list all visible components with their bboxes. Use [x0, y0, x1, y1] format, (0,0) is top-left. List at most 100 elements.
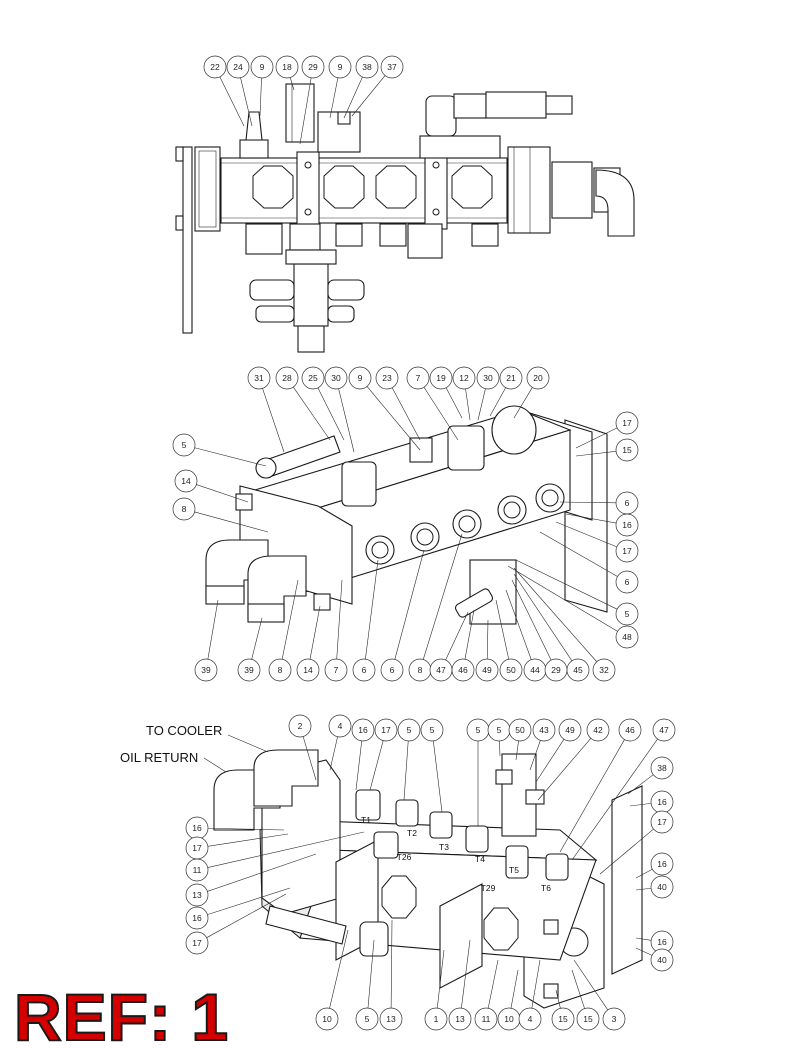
callout-circle: [328, 714, 352, 738]
callout-number: 9: [260, 62, 265, 72]
callout-circle: [499, 658, 523, 682]
callout-circle: [650, 756, 674, 780]
callout-view_bot_top-7: 5: [487, 718, 511, 742]
callout-number: 9: [338, 62, 343, 72]
callout-view_mid_bottom-5: 6: [352, 658, 376, 682]
callout-number: 46: [625, 725, 635, 735]
leader-line: [194, 511, 269, 533]
port-label-t29: T29: [481, 883, 496, 893]
callout-circle: [185, 858, 209, 882]
callout-number: 1: [434, 1014, 439, 1024]
leader-line: [565, 513, 617, 524]
callout-view_mid_bottom-7: 8: [408, 658, 432, 682]
callout-circle: [185, 883, 209, 907]
callout-view_bot_bottom-9: 15: [576, 1007, 600, 1031]
callout-circle: [615, 570, 639, 594]
callout-view_bot_bottom-6: 10: [497, 1007, 521, 1031]
callout-circle: [650, 810, 674, 834]
callout-circle: [185, 931, 209, 955]
callout-number: 23: [382, 373, 392, 383]
leader-line: [329, 77, 339, 119]
callout-number: 11: [193, 865, 202, 875]
callout-view_mid_top-0: 31: [247, 366, 271, 390]
callout-number: 44: [530, 665, 540, 675]
leader-line: [513, 567, 597, 662]
callout-view_mid_right-7: 48: [615, 625, 639, 649]
callout-number: 17: [381, 725, 391, 735]
callout-circle: [420, 718, 444, 742]
callout-circle: [355, 55, 379, 79]
callout-number: 17: [192, 938, 202, 948]
callout-number: 11: [482, 1014, 491, 1024]
callout-number: 19: [436, 373, 446, 383]
callout-number: 32: [599, 665, 609, 675]
leader-line: [207, 833, 289, 847]
callout-view_mid_bottom-13: 29: [544, 658, 568, 682]
callout-circle: [592, 658, 616, 682]
callout-circle: [324, 366, 348, 390]
callout-view_bot_bottom-7: 4: [518, 1007, 542, 1031]
callout-view_bot_left-2: 11: [185, 858, 209, 882]
leader-line: [329, 929, 349, 1009]
leader-line: [627, 774, 654, 795]
callout-view_bot_right-6: 40: [650, 948, 674, 972]
callout-circle: [650, 948, 674, 972]
port-label-t5: T5: [509, 865, 519, 875]
callout-number: 46: [458, 665, 468, 675]
callout-view_mid_right-6: 5: [615, 602, 639, 626]
callout-view_mid_top-9: 30: [476, 366, 500, 390]
callout-number: 13: [192, 890, 202, 900]
callout-view_mid_top-4: 9: [348, 366, 372, 390]
callout-circle: [650, 852, 674, 876]
leader-line: [207, 887, 291, 915]
callout-view_bot_left-4: 16: [185, 906, 209, 930]
callout-number: 29: [551, 665, 561, 675]
callout-view_bot_bottom-5: 11: [474, 1007, 498, 1031]
callout-view_bot_top-11: 42: [586, 718, 610, 742]
callout-view_mid_top-6: 7: [406, 366, 430, 390]
leader-line: [635, 887, 652, 891]
callout-circle: [526, 366, 550, 390]
callout-view_bot_top-6: 5: [466, 718, 490, 742]
callout-view_mid_bottom-3: 14: [296, 658, 320, 682]
leader-line: [555, 989, 561, 1009]
leader-line: [367, 939, 375, 1009]
callout-number: 15: [622, 445, 632, 455]
leader-line: [513, 573, 573, 662]
callout-number: 39: [201, 665, 211, 675]
callout-view_bot_top-4: 5: [397, 718, 421, 742]
callout-view_mid_right-4: 17: [615, 539, 639, 563]
callout-number: 30: [331, 373, 341, 383]
callout-circle: [406, 366, 430, 390]
leader-line: [489, 387, 506, 417]
callout-view_mid_bottom-12: 44: [523, 658, 547, 682]
callout-number: 15: [583, 1014, 593, 1024]
callout-circle: [250, 55, 274, 79]
callout-circle: [566, 658, 590, 682]
callout-view_mid_top-10: 21: [499, 366, 523, 390]
callout-circle: [586, 718, 610, 742]
callout-circle: [275, 366, 299, 390]
callout-circle: [379, 1007, 403, 1031]
callout-view_bot_right-3: 16: [650, 852, 674, 876]
leader-line: [293, 386, 331, 441]
callout-number: 5: [497, 725, 502, 735]
callout-circle: [618, 718, 642, 742]
callout-number: 25: [308, 373, 318, 383]
port-label-t2: T2: [407, 828, 417, 838]
callout-number: 14: [181, 476, 191, 486]
callout-number: 38: [362, 62, 372, 72]
callout-number: 18: [282, 62, 292, 72]
leader-line: [575, 450, 617, 457]
callout-circle: [615, 513, 639, 537]
callout-circle: [296, 658, 320, 682]
callout-number: 50: [515, 725, 525, 735]
leader-line: [206, 893, 287, 938]
callout-view_bot_right-1: 16: [650, 790, 674, 814]
callout-circle: [374, 718, 398, 742]
callout-circle: [615, 411, 639, 435]
leader-line: [309, 605, 321, 660]
leader-line: [510, 969, 519, 1009]
callout-view_mid_right-5: 6: [615, 570, 639, 594]
leader-line: [461, 939, 471, 1009]
